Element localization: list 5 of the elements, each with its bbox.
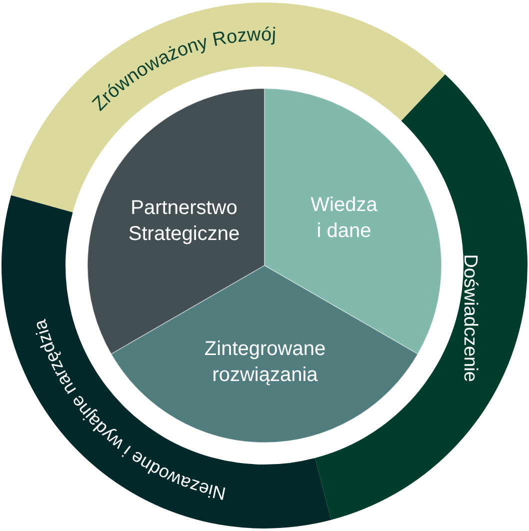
segment-label: Doświadczenie (460, 254, 480, 382)
sector-label: Partnerstwo Strategiczne (127, 196, 241, 247)
ring-segment (11, 2, 446, 212)
sector-label: Zintegrowane rozwiązania (203, 337, 327, 388)
sector-label: Wiedza i dane (310, 193, 378, 244)
